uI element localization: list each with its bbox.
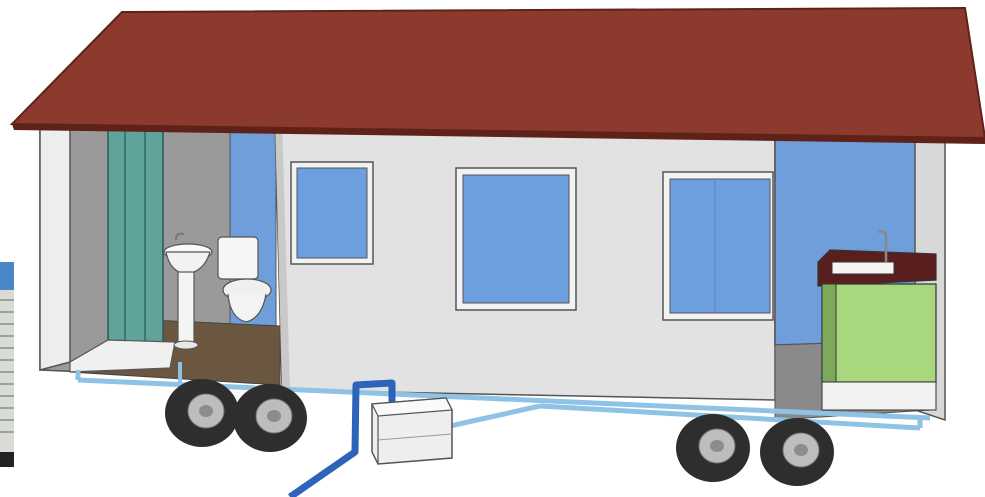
wheel-rear-left xyxy=(233,384,307,452)
left-edge-photo-fragment xyxy=(0,262,14,467)
bathroom-left-wall xyxy=(40,120,70,370)
house-body xyxy=(40,120,945,420)
window-left xyxy=(291,162,373,264)
wheel-rear-right xyxy=(760,418,834,486)
wheel-front-right xyxy=(676,414,750,482)
roof xyxy=(12,8,985,144)
wastewater-tank xyxy=(372,398,452,464)
wheel-front-left xyxy=(165,379,239,447)
kitchen-cabinet xyxy=(818,232,936,411)
window-center xyxy=(456,168,576,310)
window-right xyxy=(663,172,773,320)
